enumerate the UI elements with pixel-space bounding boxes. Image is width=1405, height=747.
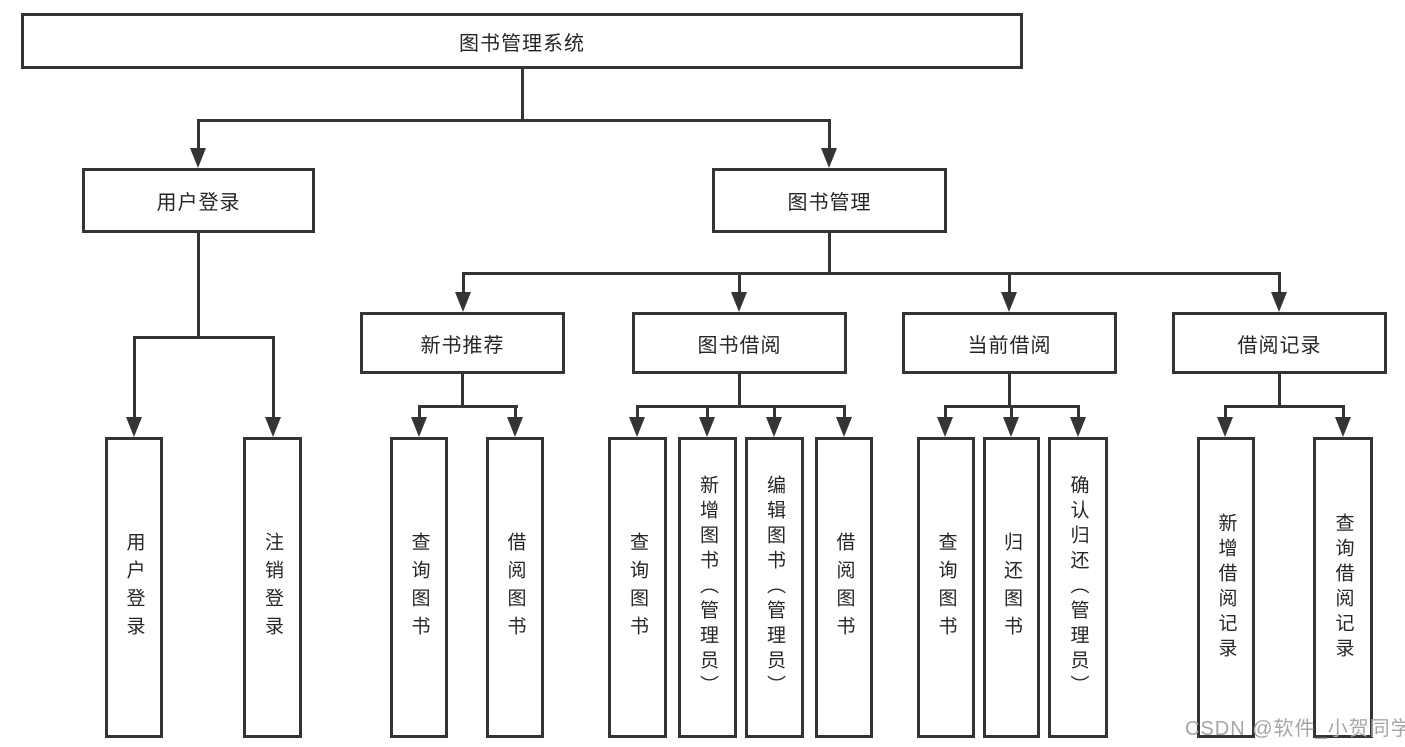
arrow-bb-edit	[766, 417, 782, 437]
leaf-records-query-record: 查询借阅记录	[1313, 437, 1373, 738]
connector-drop-leaf-logout	[272, 336, 275, 419]
arrow-leaf-user-login	[126, 417, 142, 437]
connector-drop-leaf-user-login	[133, 336, 136, 419]
arrow-cb-return	[1003, 417, 1019, 437]
connector-drop-book-borrow	[738, 272, 741, 296]
arrow-book-management	[821, 148, 837, 168]
connector-drop-br-query	[1342, 405, 1345, 419]
leaf-borrow-add-books-admin: 新增图书（管理员）	[678, 437, 737, 738]
leaf-current-confirm-return-admin: 确认归还（管理员）	[1048, 437, 1108, 738]
connector-drop-nb-borrow	[514, 405, 517, 419]
connector-book-borrow-stem	[738, 374, 741, 405]
leaf-records-add-record: 新增借阅记录	[1197, 437, 1255, 738]
arrow-new-book	[455, 292, 471, 312]
connector-drop-borrow-records	[1278, 272, 1281, 296]
leaf-newbook-borrow-books: 借阅图书	[486, 437, 544, 738]
node-borrow-records: 借阅记录	[1172, 312, 1387, 374]
connector-borrow-records-bar	[1224, 405, 1345, 408]
leaf-borrow-query-books: 查询图书	[608, 437, 667, 738]
leaf-logout-login: 注销登录	[243, 437, 302, 738]
arrow-bb-query	[629, 417, 645, 437]
arrow-user-login	[190, 148, 206, 168]
node-current-borrow: 当前借阅	[902, 312, 1117, 374]
arrow-cb-query	[937, 417, 953, 437]
connector-drop-bb-edit	[773, 405, 776, 419]
connector-book-borrow-bar	[636, 405, 846, 408]
arrow-book-borrow	[731, 292, 747, 312]
node-library-system: 图书管理系统	[21, 13, 1023, 69]
leaf-user-login: 用户登录	[105, 437, 163, 738]
connector-current-borrow-stem	[1008, 374, 1011, 405]
arrow-nb-query	[411, 417, 427, 437]
leaf-borrow-edit-books-admin: 编辑图书（管理员）	[745, 437, 804, 738]
connector-new-book-stem	[461, 374, 464, 405]
leaf-borrow-borrow-books: 借阅图书	[815, 437, 873, 738]
connector-new-book-bar	[418, 405, 518, 408]
arrow-nb-borrow	[507, 417, 523, 437]
connector-user-login-bar	[133, 336, 275, 339]
arrow-leaf-logout	[265, 417, 281, 437]
arrow-current-borrow	[1001, 292, 1017, 312]
connector-drop-new-book	[462, 272, 465, 296]
node-new-book-recommend: 新书推荐	[360, 312, 565, 374]
connector-drop-cb-confirm	[1077, 405, 1080, 419]
leaf-current-return-books: 归还图书	[983, 437, 1040, 738]
connector-user-login-stem	[197, 233, 200, 336]
csdn-watermark: CSDN @软件_小贺同学	[1185, 718, 1405, 740]
connector-drop-bb-query	[636, 405, 639, 419]
node-book-borrow: 图书借阅	[632, 312, 847, 374]
arrow-borrow-records	[1271, 292, 1287, 312]
connector-drop-user-login	[197, 119, 200, 152]
arrow-bb-add	[699, 417, 715, 437]
connector-drop-bb-add	[706, 405, 709, 419]
connector-drop-bb-borrow	[843, 405, 846, 419]
connector-book-management-stem	[828, 233, 831, 272]
connector-book-management-bar	[462, 272, 1281, 275]
connector-drop-cb-query	[944, 405, 947, 419]
arrow-cb-confirm	[1070, 417, 1086, 437]
node-user-login: 用户登录	[82, 168, 315, 233]
connector-drop-br-add	[1224, 405, 1227, 419]
arrow-br-add	[1217, 417, 1233, 437]
connector-borrow-records-stem	[1278, 374, 1281, 405]
connector-root-stem	[521, 67, 524, 119]
connector-drop-cb-return	[1010, 405, 1013, 419]
arrow-br-query	[1335, 417, 1351, 437]
connector-drop-nb-query	[418, 405, 421, 419]
connector-drop-current-borrow	[1008, 272, 1011, 296]
leaf-newbook-query-books: 查询图书	[390, 437, 448, 738]
leaf-current-query-books: 查询图书	[917, 437, 975, 738]
arrow-bb-borrow	[836, 417, 852, 437]
connector-root-bar	[197, 119, 831, 122]
connector-drop-book-management	[828, 119, 831, 152]
node-book-management: 图书管理	[712, 168, 947, 233]
